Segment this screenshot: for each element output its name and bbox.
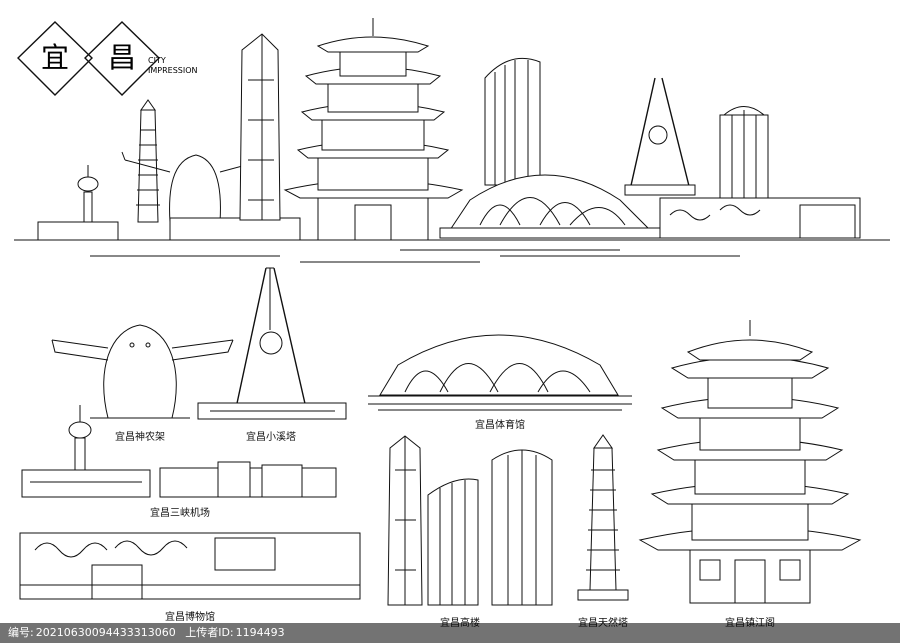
label-airport: 宜昌三峡机场 [150,506,210,519]
logo-text-impression: IMPRESSION [148,66,198,75]
museum [19,532,361,600]
label-museum: 宜昌博物馆 [165,610,215,623]
airport [21,405,337,498]
skyline-glass-tower [484,57,541,186]
logo-diamond-left [17,21,93,96]
skyline-pagoda [136,99,160,223]
skyline-panorama [14,18,890,263]
zhenjiang-pavilion [638,320,862,604]
logo-diamond-right [84,21,160,96]
logo-text-city: CITY [148,56,166,65]
tianran-tower [577,434,629,601]
footer-bar: 编号:20210630094433313060 上传者ID:1194493 [0,623,900,643]
high-rise-group [387,435,553,606]
skyline-museum [659,197,861,239]
footer-id-label: 编号: [8,626,34,639]
skyline-zhenjiang-pavilion [283,18,464,241]
logo-glyph-2: 昌 [108,41,136,74]
skyline-stadium [439,174,661,239]
label-xiaoxi-tower: 宜昌小溪塔 [246,430,296,443]
skyline-skyscraper-left [239,33,281,221]
xiaoxi-tower [197,267,347,420]
stadium [368,334,632,411]
skyline-tower-right [719,106,769,201]
label-stadium: 宜昌体育馆 [475,418,525,431]
skyline-control-tower [77,165,99,223]
logo-glyph-1: 宜 [41,41,69,74]
footer-uploader-label: 上传者ID: [185,626,234,639]
skyline-xiaoxi-tower [624,77,696,196]
city-logo: 宜 昌 CITY IMPRESSION [17,21,198,96]
footer-uploader-value: 1194493 [235,626,285,639]
shennong-statue [51,324,234,419]
footer-id-value: 20210630094433313060 [35,626,176,639]
label-shennongjia: 宜昌神农架 [115,430,165,443]
